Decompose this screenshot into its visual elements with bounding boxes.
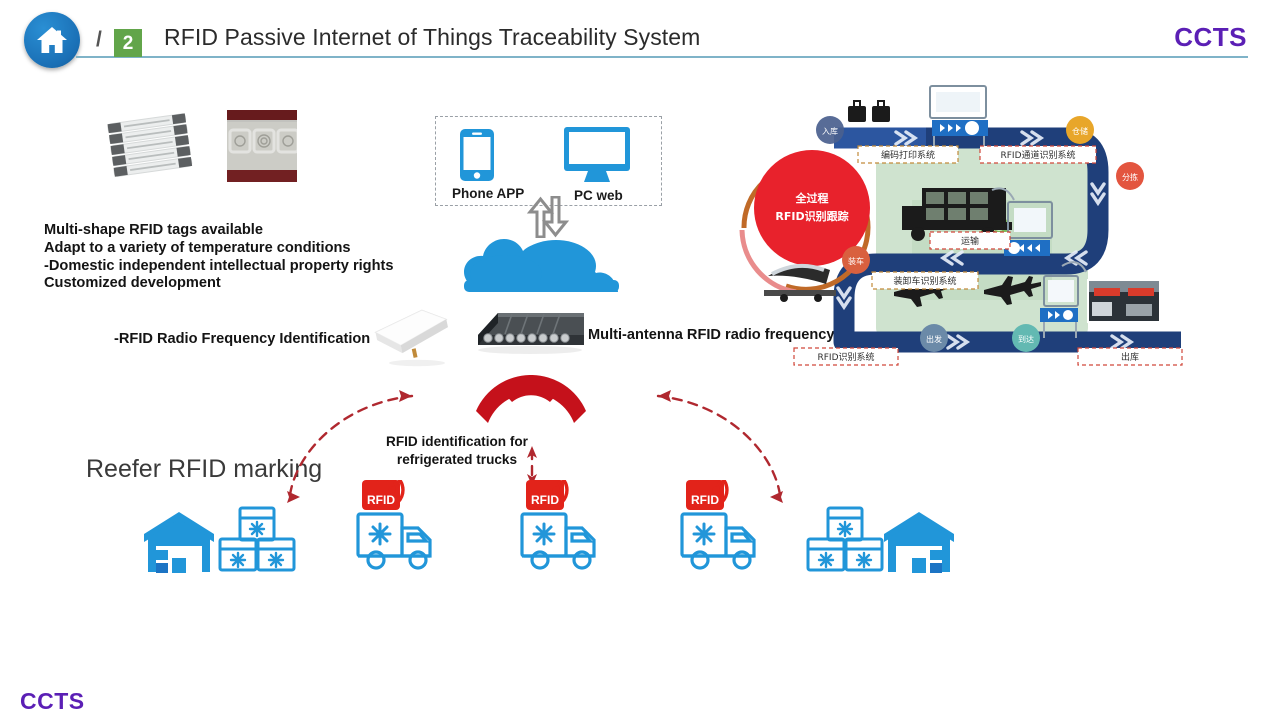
phone-app-label: Phone APP (452, 186, 525, 201)
rfid-square-tag-photo (227, 110, 297, 182)
svg-text:RFID: RFID (367, 493, 395, 507)
multi-antenna-reader-photo (472, 305, 588, 358)
page-title: RFID Passive Internet of Things Traceabi… (164, 24, 701, 50)
client-apps-panel (435, 116, 662, 206)
reefer-section-title: Reefer RFID marking (86, 455, 323, 483)
warehouse-icon (880, 508, 958, 579)
bullet-line: Adapt to a variety of temperature condit… (44, 239, 351, 256)
reefer-identification-line2: refrigerated trucks (396, 452, 518, 467)
svg-text:到达: 到达 (1018, 334, 1034, 344)
warehouse-icon (140, 508, 218, 579)
rfid-signal-fan-icon (466, 374, 596, 430)
bullet-line: Multi-shape RFID tags available (44, 222, 263, 238)
panel-antenna-photo (365, 305, 457, 367)
svg-text:编码打印系统: 编码打印系统 (881, 149, 935, 161)
svg-text:出发: 出发 (926, 334, 942, 344)
cloud-icon (460, 236, 626, 297)
bullet-line: Customized development (44, 275, 221, 292)
refrigerated-boxes-icon (218, 505, 296, 578)
up-down-sync-arrows-icon (524, 195, 572, 243)
svg-text:RFID识别跟踪: RFID识别跟踪 (775, 209, 848, 223)
bullet-line: -Domestic independent intellectual prope… (44, 257, 394, 274)
svg-text:全过程: 全过程 (795, 191, 829, 205)
reefer-identification-label: RFID identification for refrigerated tru… (377, 433, 537, 469)
svg-text:RFID: RFID (691, 493, 719, 507)
rfid-inlay-sheet-photo (105, 110, 203, 182)
svg-text:出库: 出库 (1121, 351, 1139, 363)
svg-text:仓储: 仓储 (1072, 126, 1088, 136)
svg-text:装卸车识别系统: 装卸车识别系统 (893, 275, 956, 287)
flow-dashed-arrows (270, 380, 800, 515)
brand-logo-bottom: CCTS (20, 688, 85, 714)
smartphone-icon (459, 128, 495, 187)
pc-web-label: PC web (574, 188, 623, 203)
home-icon[interactable] (24, 12, 80, 68)
multi-antenna-label: Multi-antenna RFID radio frequency (588, 327, 835, 343)
rfid-radio-frequency-label: -RFID Radio Frequency Identification (114, 331, 371, 347)
reefer-truck-icon: RFID (676, 476, 766, 577)
slide-header: / 2 RFID Passive Internet of Things Trac… (0, 0, 1280, 70)
svg-text:分拣: 分拣 (1122, 172, 1138, 182)
svg-text:RFID: RFID (531, 493, 559, 507)
svg-text:装车: 装车 (848, 256, 864, 266)
reefer-identification-line1: RFID identification for (386, 434, 528, 449)
rfid-traceability-flow-diagram: 全过程 RFID识别跟踪 入库 仓储 分拣 装车 配送 出发 到达 (726, 80, 1196, 372)
tag-feature-bullets: Multi-shape RFID tags available Adapt to… (44, 222, 394, 293)
header-divider (76, 56, 1248, 58)
desktop-monitor-icon (563, 126, 631, 189)
reefer-truck-icon: RFID (352, 476, 442, 577)
svg-text:RFID通道识别系统: RFID通道识别系统 (1000, 149, 1075, 161)
svg-text:运输: 运输 (961, 235, 979, 247)
refrigerated-boxes-icon (806, 505, 884, 578)
svg-text:入库: 入库 (822, 126, 838, 136)
breadcrumb-slash: / (96, 28, 102, 51)
slide-number-chip: 2 (114, 29, 142, 57)
reefer-truck-icon: RFID (516, 476, 606, 577)
brand-logo-top: CCTS (1174, 22, 1247, 52)
slide-number: 2 (122, 32, 134, 54)
svg-text:RFID识别系统: RFID识别系统 (817, 351, 874, 363)
